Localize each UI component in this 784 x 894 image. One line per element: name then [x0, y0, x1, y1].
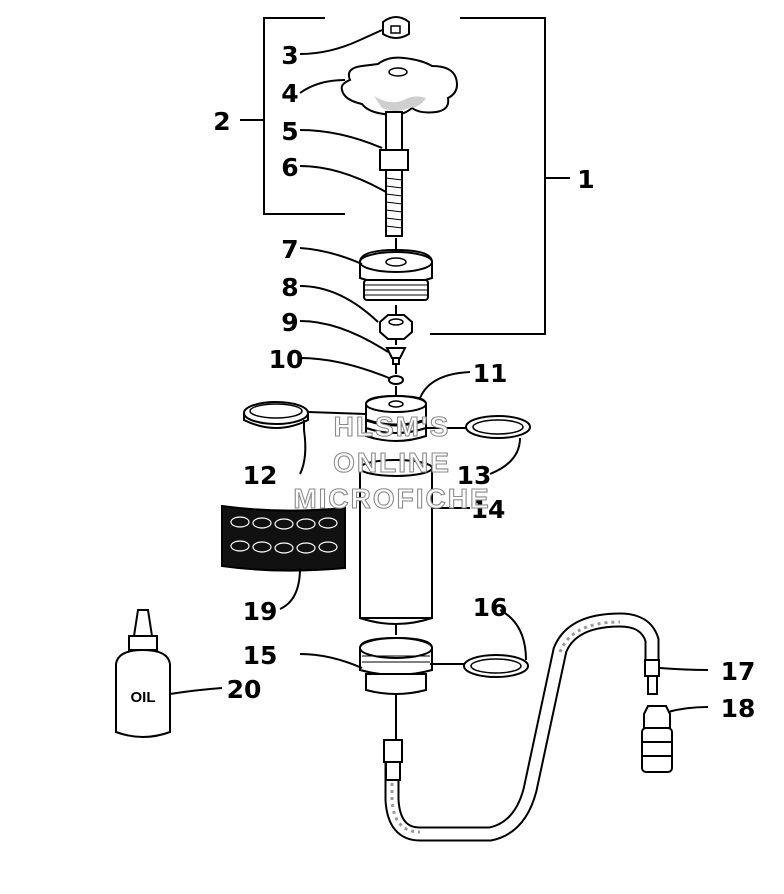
- bracket-assembly-2: [240, 17, 345, 215]
- callout-13: 13: [457, 461, 492, 490]
- callout-7: 7: [281, 235, 298, 264]
- part-threaded-rod: [379, 111, 409, 237]
- part-quick-coupler: [641, 705, 673, 773]
- part-hose: [383, 612, 660, 842]
- callout-15: 15: [243, 641, 278, 670]
- callout-10: 10: [269, 345, 304, 374]
- part-cap: [382, 16, 410, 39]
- part-o-ring-lower: [463, 654, 529, 678]
- part-ring-left: [243, 401, 309, 429]
- part-washer: [388, 375, 404, 385]
- callout-20: 20: [227, 675, 262, 704]
- watermark-line-3: MICROFICHE: [293, 483, 490, 514]
- leader-lines: [169, 29, 709, 713]
- bracket-assembly-1: [430, 17, 570, 335]
- part-hose-fitting: [644, 659, 660, 695]
- watermark: HLSM'S ONLINE MICROFICHE: [293, 410, 490, 514]
- watermark-line-2: ONLINE: [333, 447, 451, 478]
- part-top-plug: [359, 248, 433, 301]
- callout-16: 16: [473, 593, 508, 622]
- callout-6: 6: [281, 153, 298, 182]
- callout-19: 19: [243, 597, 278, 626]
- callout-labels: 1 2 3 4 5 6 7 8 9 10 11 12 13 14 15 16 1…: [213, 41, 755, 723]
- part-screw: [385, 347, 407, 365]
- callout-18: 18: [721, 694, 756, 723]
- callout-17: 17: [721, 657, 756, 686]
- callout-8: 8: [281, 273, 298, 302]
- part-bottom-plug: [359, 636, 433, 695]
- callout-9: 9: [281, 308, 298, 337]
- callout-4: 4: [281, 79, 298, 108]
- bottle-label: OIL: [131, 689, 156, 706]
- part-decal-strip: [221, 504, 346, 572]
- callout-3: 3: [281, 41, 298, 70]
- part-o-ring-upper: [465, 415, 531, 439]
- part-piston: [365, 394, 427, 442]
- part-hex-nut: [379, 314, 413, 340]
- callout-14: 14: [471, 495, 506, 524]
- part-oil-bottle: OIL: [115, 609, 171, 738]
- part-cylinder: [359, 459, 433, 625]
- callout-5: 5: [281, 117, 298, 146]
- callout-1: 1: [577, 165, 594, 194]
- callout-12: 12: [243, 461, 278, 490]
- callout-11: 11: [473, 359, 508, 388]
- part-star-knob: [340, 56, 458, 117]
- callout-2: 2: [213, 107, 230, 136]
- watermark-line-1: HLSM'S: [334, 411, 451, 442]
